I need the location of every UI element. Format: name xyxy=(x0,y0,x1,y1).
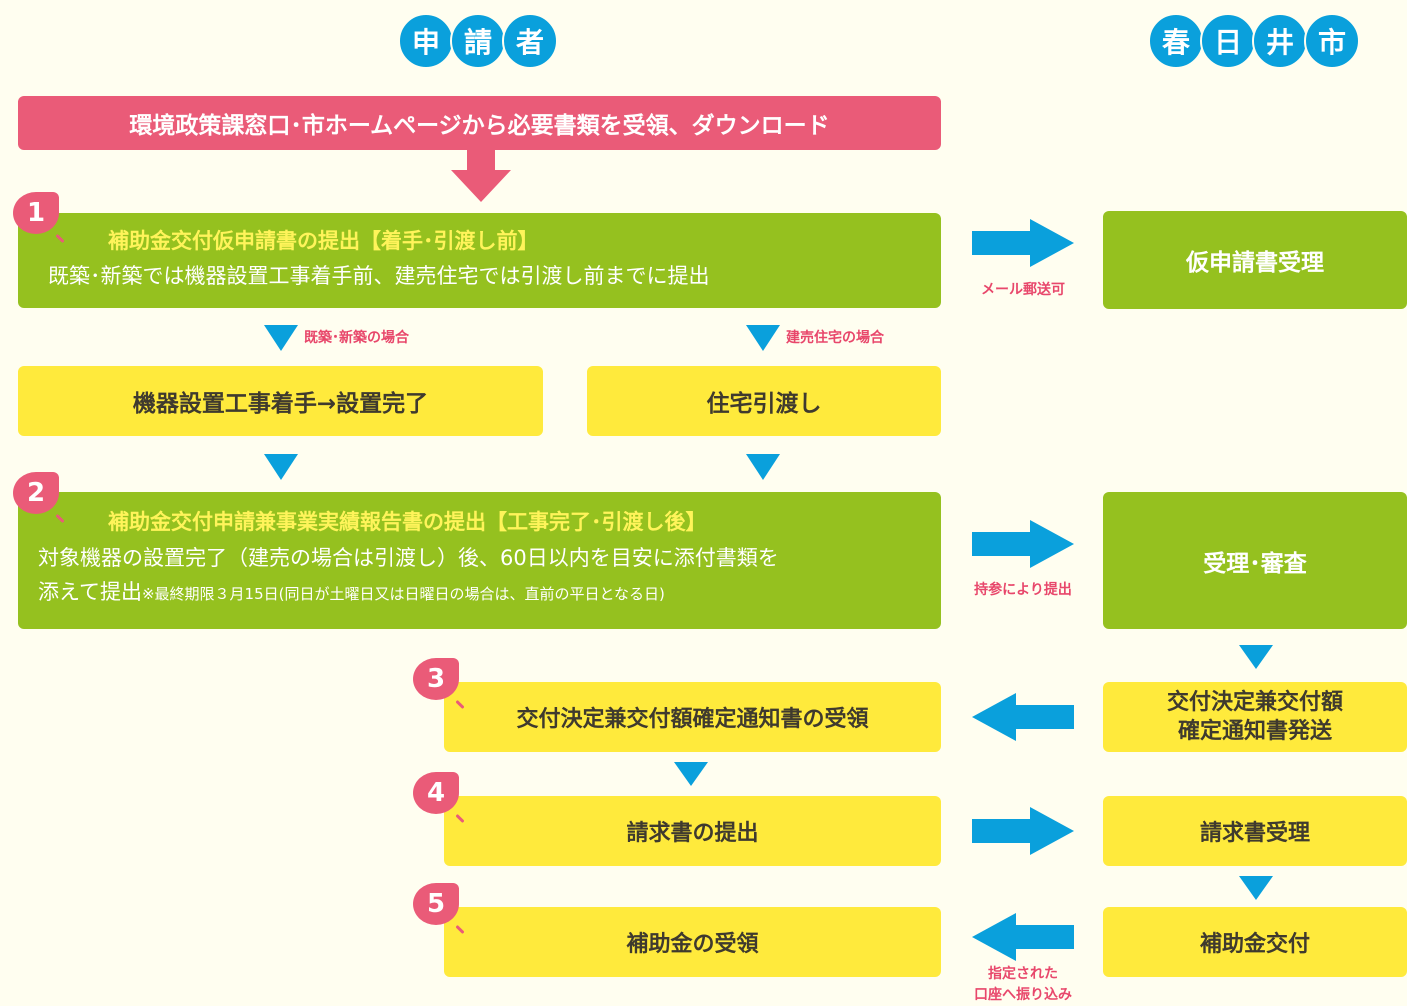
step5-label: 補助金の受領 xyxy=(626,932,759,957)
top-banner-text: 環境政策課窓口･市ホームページから必要書類を受領、ダウンロード xyxy=(129,113,830,139)
small-down-triangle-icon xyxy=(1239,645,1273,669)
step2-leaf-icon: 2 xyxy=(13,472,59,514)
note-transfer-line1: 指定された xyxy=(988,966,1058,982)
right-arrow-icon xyxy=(972,520,1074,568)
step2-body-line2: 添えて提出 xyxy=(38,580,142,604)
step5-box: 補助金の受領 xyxy=(444,907,941,977)
step1-title: 補助金交付仮申請書の提出【着手･引渡し前】 xyxy=(108,229,539,253)
step2-box: 補助金交付申請兼事業実績報告書の提出【工事完了･引渡し後】 対象機器の設置完了（… xyxy=(18,492,941,629)
small-down-triangle-icon xyxy=(264,454,298,480)
step2-number: 2 xyxy=(26,478,46,508)
header-char: 者 xyxy=(502,13,558,69)
left-arrow-icon xyxy=(972,693,1074,741)
step1-box: 補助金交付仮申請書の提出【着手･引渡し前】 既築･新築では機器設置工事着手前、建… xyxy=(18,213,941,308)
right-arrow-icon xyxy=(972,219,1074,267)
small-down-triangle-icon xyxy=(746,325,780,351)
right-arrow-icon xyxy=(972,807,1074,855)
install-box: 機器設置工事着手→設置完了 xyxy=(18,366,543,436)
small-down-triangle-icon xyxy=(264,325,298,351)
step3-label: 交付決定兼交付額確定通知書の受領 xyxy=(516,707,869,732)
branch-ready-label: 建売住宅の場合 xyxy=(786,330,884,346)
step2-title: 補助金交付申請兼事業実績報告書の提出【工事完了･引渡し後】 xyxy=(108,510,707,534)
note-transfer-line2: 口座へ振り込み xyxy=(974,987,1072,1003)
step2-body-small: ※最終期限３月15日(同日が土曜日又は日曜日の場合は、直前の平日となる日) xyxy=(141,585,665,603)
step3-number: 3 xyxy=(426,664,446,694)
city2-label: 受理･審査 xyxy=(1203,550,1307,577)
city-header: 春 日 井 市 xyxy=(1148,13,1360,69)
note-bring: 持参により提出 xyxy=(974,582,1072,598)
header-char: 市 xyxy=(1304,13,1360,69)
step3-leaf-icon: 3 xyxy=(413,658,459,700)
top-banner: 環境政策課窓口･市ホームページから必要書類を受領、ダウンロード xyxy=(18,96,941,150)
step4-label: 請求書の提出 xyxy=(626,821,759,846)
step4-leaf-icon: 4 xyxy=(413,772,459,814)
step4-box: 請求書の提出 xyxy=(444,796,941,866)
handover-label: 住宅引渡し xyxy=(706,391,822,417)
city4-box: 請求書受理 xyxy=(1103,796,1407,866)
header-char: 日 xyxy=(1200,13,1256,69)
step1-body: 既築･新築では機器設置工事着手前、建売住宅では引渡し前までに提出 xyxy=(48,264,710,288)
step5-number: 5 xyxy=(426,889,446,919)
city3-line1: 交付決定兼交付額 xyxy=(1166,690,1343,715)
header-char: 春 xyxy=(1148,13,1204,69)
branch-existing-label: 既築･新築の場合 xyxy=(304,330,409,346)
handover-box: 住宅引渡し xyxy=(587,366,941,436)
small-down-triangle-icon xyxy=(674,762,708,786)
city5-box: 補助金交付 xyxy=(1103,907,1407,977)
city5-label: 補助金交付 xyxy=(1199,932,1310,957)
header-char: 請 xyxy=(450,13,506,69)
city1-label: 仮申請書受理 xyxy=(1186,250,1324,276)
header-char: 井 xyxy=(1252,13,1308,69)
step1-number: 1 xyxy=(26,198,46,228)
install-label: 機器設置工事着手→設置完了 xyxy=(132,391,429,417)
step1-leaf-icon: 1 xyxy=(13,192,59,234)
note-mail: メール郵送可 xyxy=(981,282,1065,298)
left-arrow-icon xyxy=(972,913,1074,961)
down-arrow-icon xyxy=(451,150,511,202)
small-down-triangle-icon xyxy=(1239,876,1273,900)
small-down-triangle-icon xyxy=(746,454,780,480)
city1-box: 仮申請書受理 xyxy=(1103,211,1407,309)
city3-box: 交付決定兼交付額 確定通知書発送 xyxy=(1103,682,1407,752)
city3-line2: 確定通知書発送 xyxy=(1177,719,1332,744)
step4-number: 4 xyxy=(426,778,446,808)
step3-box: 交付決定兼交付額確定通知書の受領 xyxy=(444,682,941,752)
step2-body-line1: 対象機器の設置完了（建売の場合は引渡し）後、60日以内を目安に添付書類を xyxy=(38,546,779,570)
note-transfer: 指定された 口座へ振り込み xyxy=(952,964,1094,1006)
header-char: 申 xyxy=(398,13,454,69)
step5-leaf-icon: 5 xyxy=(413,883,459,925)
applicant-header: 申 請 者 xyxy=(398,13,558,69)
city2-box: 受理･審査 xyxy=(1103,492,1407,629)
city4-label: 請求書受理 xyxy=(1199,821,1310,846)
